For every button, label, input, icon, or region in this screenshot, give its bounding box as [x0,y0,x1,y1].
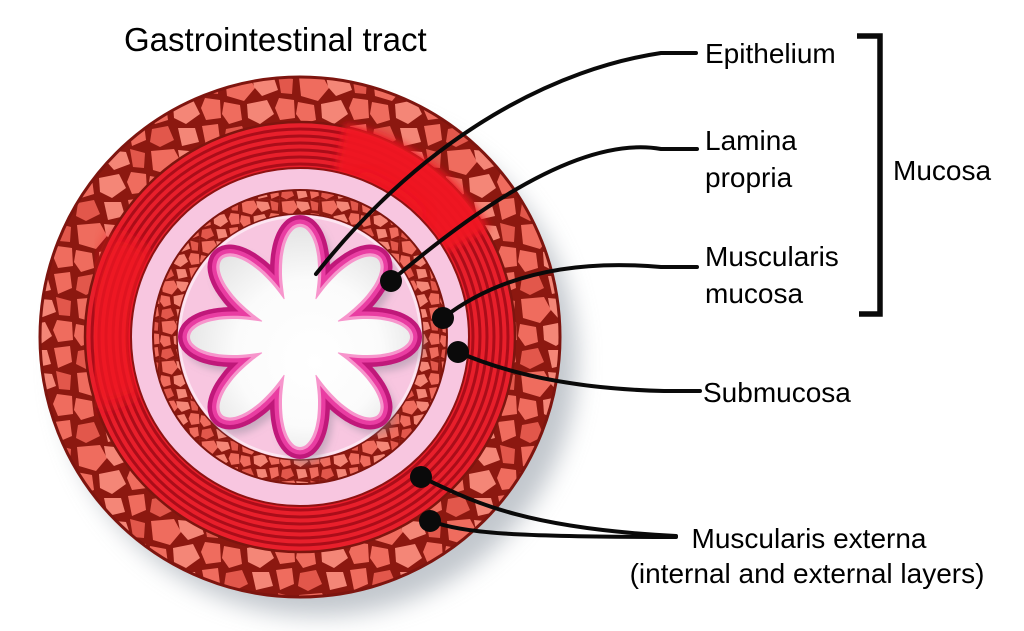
submucosa-pointer-dot [447,341,469,363]
lamina-propria-leader-line [389,145,699,283]
epithelium-label: Epithelium [705,38,836,69]
muscularis-externa-label-line2: (internal and external layers) [630,558,985,589]
muscularis-externa-external-pointer-dot [419,510,441,532]
mucosa-bracket [857,33,883,317]
lamina-propria-label-line1: Lamina [705,125,797,156]
muscularis-externa-leader-line-external [428,519,678,539]
muscularis-externa-internal-pointer-dot [410,466,432,488]
epithelium-leader-line [314,51,698,276]
lumen [190,227,410,447]
lumen-epithelium-star [178,215,425,464]
muscularis-externa-label-line1: Muscularis externa [692,523,927,554]
mucosa-group-label: Mucosa [893,155,991,186]
muscularis-mucosa-label-line1: Muscularis [705,241,839,272]
diagram-title: Gastrointestinal tract [124,21,427,58]
submucosa-leader-line [456,350,702,393]
leader-lines [314,51,702,539]
muscularis-mucosa-label-line2: mucosa [705,278,803,309]
submucosa-label: Submucosa [703,377,851,408]
muscularis-externa-leader-line-internal [419,475,678,538]
pointer-dots [380,270,469,532]
muscularis-mucosa-pointer-dot [432,307,454,329]
muscularis-mucosa-leader-line [441,263,699,320]
lamina-propria-label-line2: propria [705,162,793,193]
lamina-propria-pointer-dot [380,270,402,292]
